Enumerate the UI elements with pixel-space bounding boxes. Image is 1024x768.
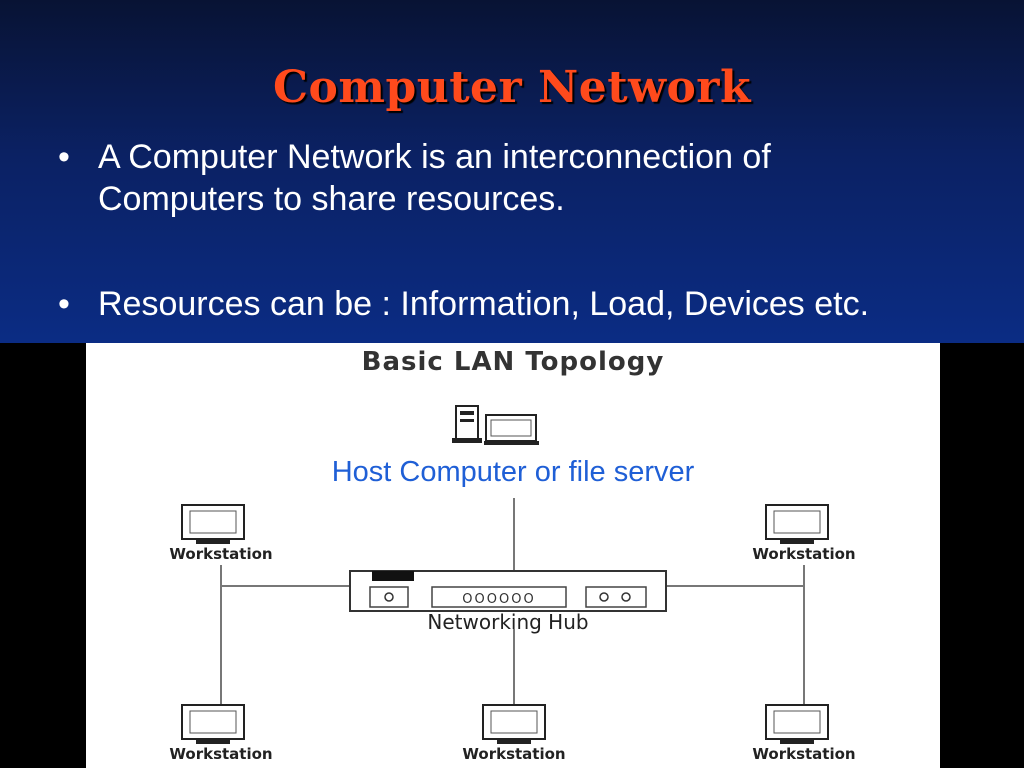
server-computer-icon <box>452 405 539 445</box>
workstation-label: Workstation <box>462 745 565 763</box>
workstation-label: Workstation <box>752 545 855 563</box>
workstation-monitor-icon <box>181 704 245 744</box>
hub-label: Networking Hub <box>427 610 588 634</box>
topology-graphic: OOOOOO Networking Hub <box>169 405 856 763</box>
bullet-1-line-2: Computers to share resources. <box>98 180 565 218</box>
bullet-marker: • <box>58 138 70 176</box>
workstation-monitor-icon <box>765 504 829 544</box>
workstation-label: Workstation <box>169 545 272 563</box>
slide-title: Computer Network <box>273 62 751 113</box>
workstation-monitor-icon <box>765 704 829 744</box>
bullet-1-line-1: A Computer Network is an interconnection… <box>98 138 771 176</box>
network-lines <box>220 498 805 708</box>
workstation-monitor-icon <box>181 504 245 544</box>
workstation-label: Workstation <box>752 745 855 763</box>
diagram-title: Basic LAN Topology <box>361 347 665 377</box>
bullet-marker: • <box>58 285 70 323</box>
bullet-2-text: Resources can be : Information, Load, De… <box>98 285 870 323</box>
workstation-monitor-icon <box>482 704 546 744</box>
workstation-label: Workstation <box>169 745 272 763</box>
lan-topology-diagram: OOOOOO Networking Hub <box>86 343 940 768</box>
hub-port-glyphs: OOOOOO <box>462 592 535 607</box>
server-label: Host Computer or file server <box>331 456 695 488</box>
header-band <box>0 0 1024 343</box>
networking-hub-icon <box>349 570 667 612</box>
bullet-1-text: A Computer Network is an interconnection… <box>98 136 771 220</box>
